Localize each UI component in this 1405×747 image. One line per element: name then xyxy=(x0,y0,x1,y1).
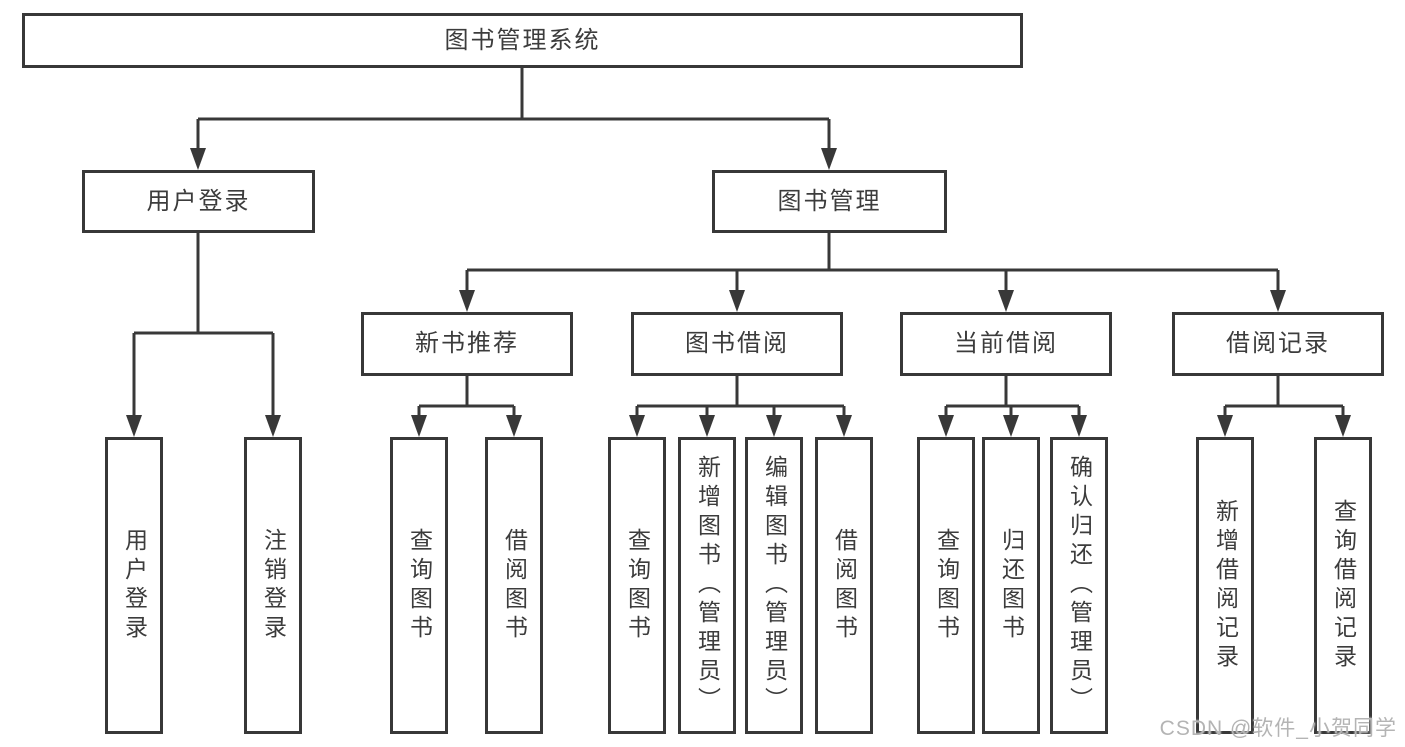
node-new-book-recommend: 新书推荐 xyxy=(361,312,573,376)
leaf-add-books-admin: 新增图书（管理员） xyxy=(678,437,736,734)
leaf-confirm-return-admin: 确认归还（管理员） xyxy=(1050,437,1108,734)
connector-book-borrow-children xyxy=(629,376,852,437)
connector-current-borrow-children xyxy=(938,376,1087,437)
connector-root-to-level2 xyxy=(190,68,837,170)
node-root-library-system: 图书管理系统 xyxy=(22,13,1023,68)
leaf-query-borrow-record: 查询借阅记录 xyxy=(1314,437,1372,734)
node-label: 借阅记录 xyxy=(1226,330,1330,357)
node-label: 当前借阅 xyxy=(954,330,1058,357)
node-label: 确认归还（管理员） xyxy=(1066,455,1093,716)
leaf-query-books-borrow: 查询图书 xyxy=(608,437,666,734)
node-label: 注销登录 xyxy=(260,527,287,644)
node-label: 用户登录 xyxy=(121,527,148,644)
leaf-borrow-books-recommend: 借阅图书 xyxy=(485,437,543,734)
node-label: 图书借阅 xyxy=(685,330,789,357)
connector-user-login-children xyxy=(126,233,281,437)
node-label: 查询图书 xyxy=(933,527,960,644)
node-user-login: 用户登录 xyxy=(82,170,315,233)
connector-new-book-recommend-children xyxy=(411,376,522,437)
leaf-add-borrow-record: 新增借阅记录 xyxy=(1196,437,1254,734)
leaf-query-books-recommend: 查询图书 xyxy=(390,437,448,734)
node-label: 用户登录 xyxy=(146,187,251,215)
leaf-borrow-books: 借阅图书 xyxy=(815,437,873,734)
node-borrow-records: 借阅记录 xyxy=(1172,312,1384,376)
node-book-borrow: 图书借阅 xyxy=(631,312,843,376)
node-label: 新书推荐 xyxy=(415,330,519,357)
leaf-edit-books-admin: 编辑图书（管理员） xyxy=(745,437,803,734)
leaf-logout: 注销登录 xyxy=(244,437,302,734)
node-label: 查询图书 xyxy=(406,527,433,644)
leaf-user-login: 用户登录 xyxy=(105,437,163,734)
node-current-borrow: 当前借阅 xyxy=(900,312,1112,376)
connector-book-management-to-level3 xyxy=(459,233,1286,312)
node-label: 图书管理 xyxy=(777,187,882,215)
node-label: 查询图书 xyxy=(624,527,651,644)
node-label: 借阅图书 xyxy=(501,527,528,644)
node-book-management: 图书管理 xyxy=(712,170,947,233)
node-label: 图书管理系统 xyxy=(444,26,601,54)
node-label: 新增图书（管理员） xyxy=(694,455,721,716)
node-label: 新增借阅记录 xyxy=(1212,498,1239,673)
node-label: 借阅图书 xyxy=(831,527,858,644)
csdn-watermark: CSDN @软件_小贺同学 xyxy=(1159,717,1397,740)
node-label: 归还图书 xyxy=(998,527,1025,644)
node-label: 查询借阅记录 xyxy=(1330,498,1357,673)
connector-borrow-records-children xyxy=(1217,376,1351,437)
leaf-query-books-current: 查询图书 xyxy=(917,437,975,734)
leaf-return-books: 归还图书 xyxy=(982,437,1040,734)
node-label: 编辑图书（管理员） xyxy=(761,455,788,716)
